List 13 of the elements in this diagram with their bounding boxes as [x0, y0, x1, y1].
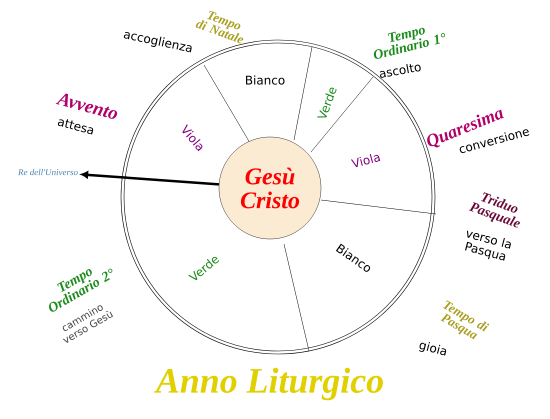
- title: Anno Liturgico: [154, 368, 383, 400]
- arrow: [81, 171, 220, 186]
- theme-label: gioia: [419, 342, 446, 356]
- season-label: Tempo di Natale: [196, 10, 244, 44]
- sector-label: Bianco: [246, 75, 285, 85]
- theme-label: verso la Pasqua: [464, 230, 511, 261]
- sector-label: Verde: [317, 88, 336, 118]
- sector-label: Viola: [350, 154, 380, 168]
- node-text: Re dell'Universo: [18, 168, 78, 176]
- season-label: Avvento: [56, 94, 118, 119]
- theme-label: attesa: [58, 119, 94, 135]
- theme-label: ascolto: [380, 64, 421, 78]
- season-label: Tempo Ordinario 1°: [374, 28, 446, 59]
